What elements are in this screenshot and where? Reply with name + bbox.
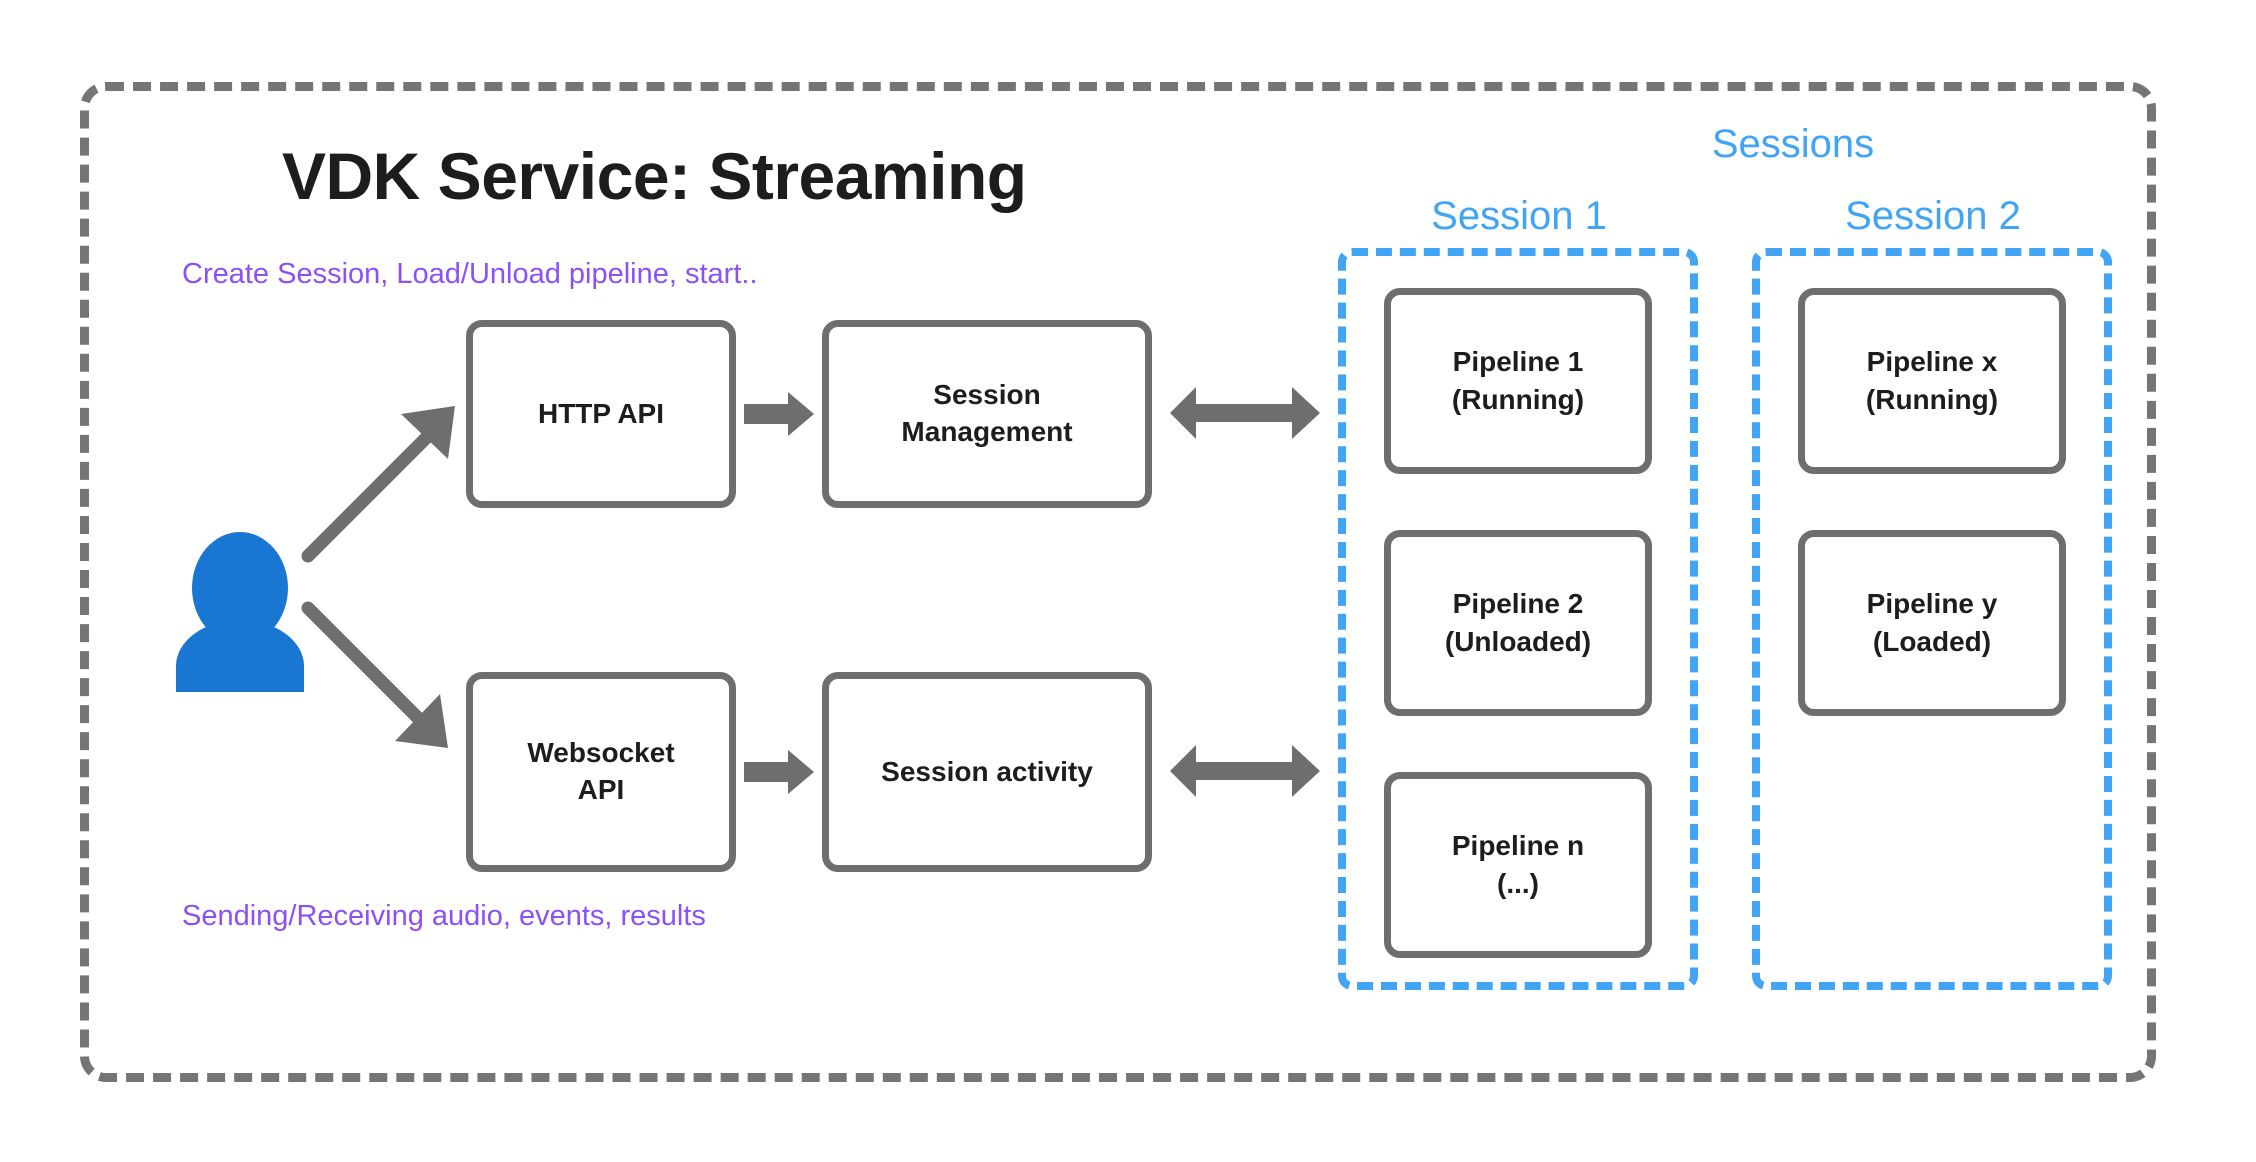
session-activity-label: Session activity — [881, 755, 1093, 787]
pipeline-box[interactable]: Pipeline n (...) — [1384, 772, 1652, 958]
caption-http-operations: Create Session, Load/Unload pipeline, st… — [182, 258, 758, 290]
pipeline-state: (Running) — [1865, 384, 1999, 415]
session-2-label: Session 2 — [1845, 194, 2021, 238]
caption-websocket-operations: Sending/Receiving audio, events, results — [182, 900, 706, 932]
session-management-label-line2: Management — [901, 416, 1073, 447]
pipeline-state: (Unloaded) — [1444, 626, 1592, 657]
session-management-box[interactable]: Session Management — [822, 320, 1152, 508]
pipeline-name: Pipeline x — [1866, 346, 1998, 378]
pipeline-box[interactable]: Pipeline 1 (Running) — [1384, 288, 1652, 474]
pipeline-state: (...) — [1497, 868, 1539, 899]
vdk-service-boundary — [80, 82, 2156, 1082]
sessions-group-label: Sessions — [1711, 122, 1875, 166]
session-1-container — [1338, 248, 1698, 990]
pipeline-box[interactable]: Pipeline 2 (Unloaded) — [1384, 530, 1652, 716]
pipeline-box[interactable]: Pipeline y (Loaded) — [1798, 530, 2066, 716]
http-api-label: HTTP API — [537, 397, 664, 429]
pipeline-name: Pipeline 1 — [1452, 346, 1584, 378]
session-2-container — [1752, 248, 2112, 990]
page-title: VDK Service: Streaming — [282, 139, 1027, 213]
pipeline-name: Pipeline n — [1451, 830, 1585, 862]
websocket-api-label-line2: API — [577, 774, 625, 805]
session-management-label: Session Management — [901, 377, 1072, 451]
session-management-label-line1: Session — [933, 379, 1041, 411]
http-api-box[interactable]: HTTP API — [466, 320, 736, 508]
pipeline-name: Pipeline y — [1866, 588, 1998, 620]
session-activity-box[interactable]: Session activity — [822, 672, 1152, 872]
pipeline-state: (Running) — [1451, 384, 1585, 415]
pipeline-state: (Loaded) — [1872, 626, 1992, 657]
pipeline-name: Pipeline 2 — [1452, 588, 1584, 620]
websocket-api-box[interactable]: Websocket API — [466, 672, 736, 872]
pipeline-box[interactable]: Pipeline x (Running) — [1798, 288, 2066, 474]
websocket-api-label: Websocket API — [527, 735, 674, 809]
session-1-label: Session 1 — [1431, 194, 1607, 238]
websocket-api-label-line1: Websocket — [527, 737, 675, 769]
